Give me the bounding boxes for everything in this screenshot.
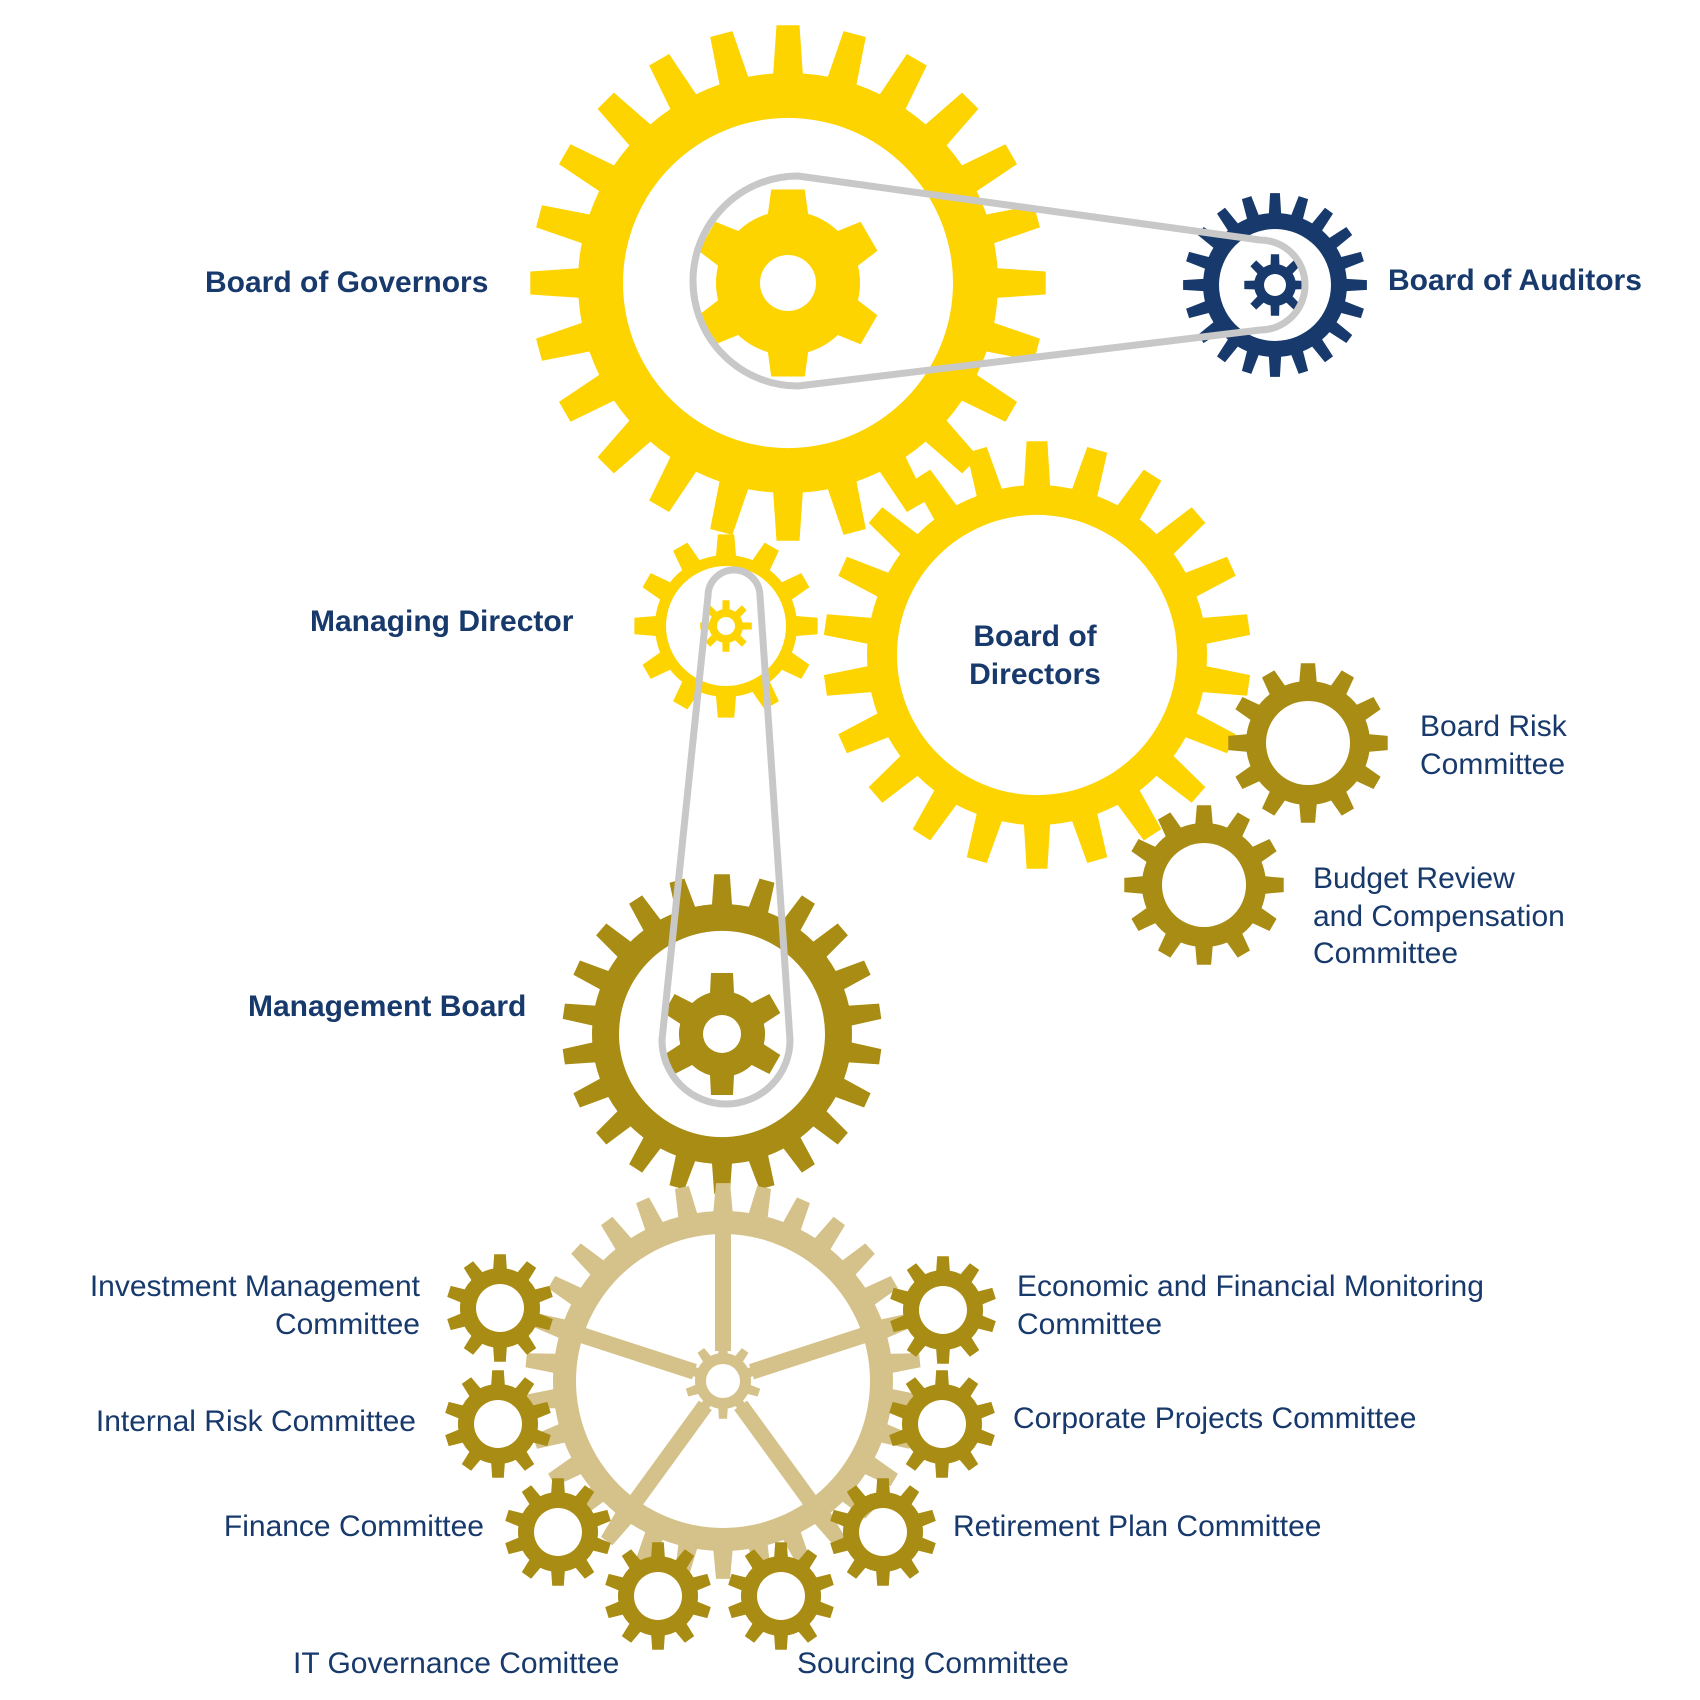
investment-management-committee-gear: [447, 1254, 553, 1362]
board-of-governors-inner-gear: [698, 189, 878, 377]
it-governance-committee-gear: [605, 1542, 711, 1650]
belt-director-management: [658, 566, 794, 1108]
label-retirement-plan-committee: Retirement Plan Committee: [953, 1510, 1322, 1543]
board-risk-committee-gear: [1228, 663, 1388, 823]
label-managing-director: Managing Director: [310, 605, 574, 638]
managing-director-gear: [634, 534, 818, 718]
committees-wheel-hub-gear: [685, 1343, 761, 1419]
corporate-projects-committee-gear: [889, 1370, 995, 1478]
retirement-plan-committee-gear: [830, 1478, 936, 1586]
label-board-of-governors: Board of Governors: [205, 266, 489, 299]
label-sourcing-committee: Sourcing Committee: [797, 1647, 1069, 1680]
committees-wheel-spokes: [577, 1231, 869, 1508]
budget-review-committee-gear: [1124, 805, 1284, 965]
board-of-directors-gear: [823, 441, 1251, 869]
board-of-governors-gear: [530, 25, 1046, 541]
label-board-of-auditors: Board of Auditors: [1388, 264, 1642, 297]
label-finance-committee: Finance Committee: [223, 1510, 484, 1543]
label-it-governance-committee: IT Governance Comittee: [293, 1647, 620, 1680]
board-of-auditors-inner-gear: [1244, 254, 1306, 316]
managing-director-inner-gear: [700, 600, 752, 652]
belt-governors-auditors: [689, 172, 1309, 390]
label-management-board: Management Board: [248, 990, 527, 1023]
sourcing-committee-gear: [728, 1542, 834, 1650]
internal-risk-committee-gear: [445, 1370, 551, 1478]
management-board-inner-gear: [663, 973, 781, 1095]
label-corporate-projects-committee: Corporate Projects Committee: [1013, 1402, 1417, 1435]
finance-committee-gear: [505, 1478, 611, 1586]
label-internal-risk-committee: Internal Risk Committee: [95, 1405, 416, 1438]
economic-financial-monitoring-committee-gear: [890, 1256, 996, 1364]
board-of-auditors-gear: [1183, 193, 1367, 377]
management-board-gear: [562, 874, 882, 1194]
